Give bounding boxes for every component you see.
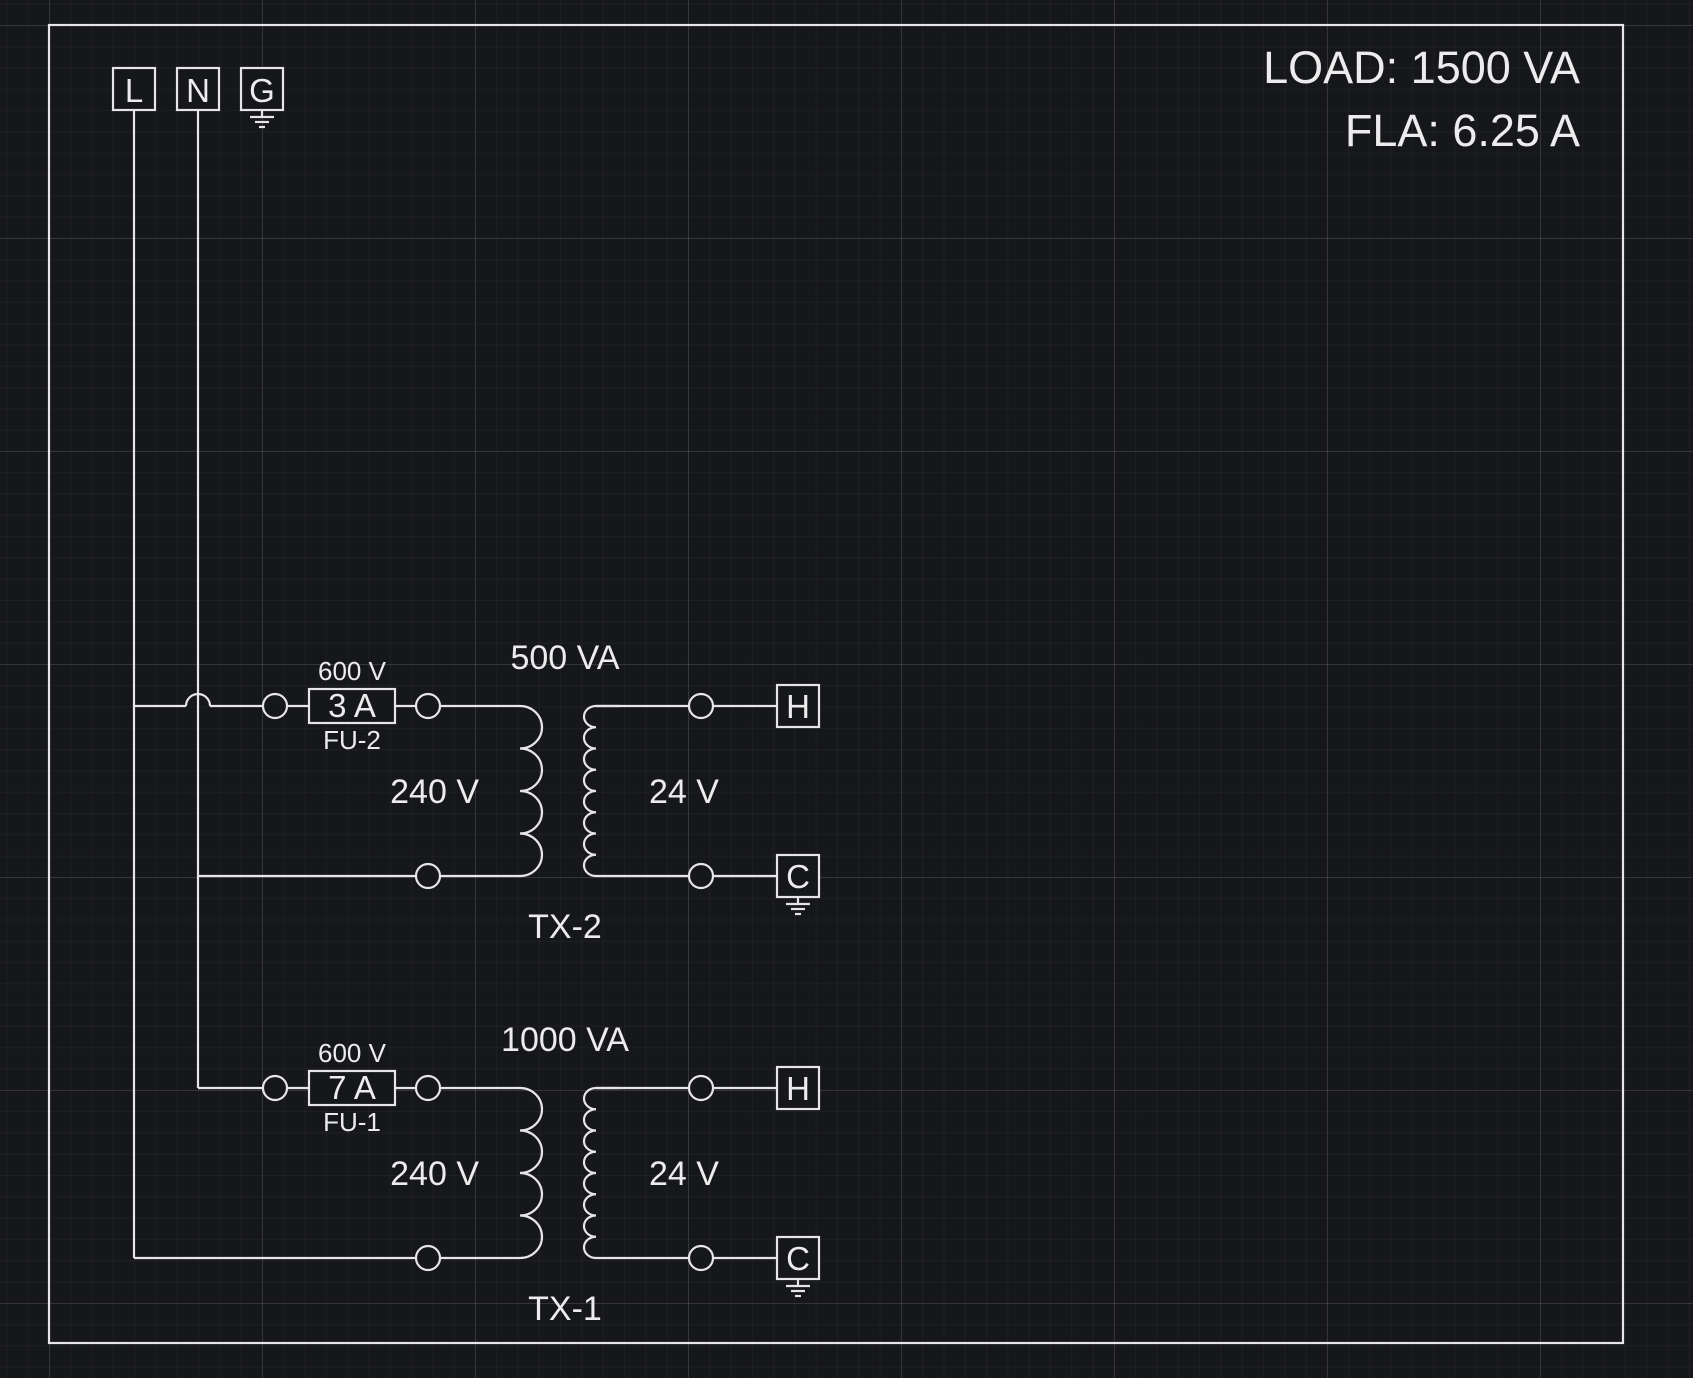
terminal-n[interactable]: N xyxy=(175,66,221,112)
ground-symbol-icon xyxy=(250,110,274,129)
secondary-terminal[interactable] xyxy=(687,1244,715,1272)
drawing-frame xyxy=(47,23,1625,1345)
ground-symbol-icon xyxy=(786,1279,810,1298)
terminal-l-label: L xyxy=(125,72,143,109)
transformer-tx-2: 3 A 600 V FU-2 500 VA 240 V 24 V TX-2 H … xyxy=(261,639,821,946)
fuse-voltage: 600 V xyxy=(318,656,387,686)
output-label: C xyxy=(786,1240,810,1277)
primary-terminal[interactable] xyxy=(414,862,442,890)
secondary-coil xyxy=(582,1086,690,1260)
terminal-g-label: G xyxy=(249,72,275,109)
load-rating: LOAD: 1500 VA xyxy=(1263,42,1580,93)
transformer-rating: 500 VA xyxy=(510,639,619,677)
terminal-g[interactable]: G xyxy=(239,66,285,112)
ground-symbol-icon xyxy=(786,897,810,916)
primary-voltage: 240 V xyxy=(390,1155,479,1193)
secondary-terminal[interactable] xyxy=(687,862,715,890)
fuse-id: FU-2 xyxy=(323,725,381,755)
fuse-terminal[interactable] xyxy=(261,692,289,720)
primary-terminal[interactable] xyxy=(414,692,442,720)
fuse-fu-2[interactable] xyxy=(307,687,397,725)
output-label: H xyxy=(786,688,810,725)
terminal-n-label: N xyxy=(186,72,210,109)
transformer-tx-1: 7 A 600 V FU-1 1000 VA 240 V 24 V TX-1 H… xyxy=(261,1021,821,1328)
transformer-id: TX-1 xyxy=(528,1290,602,1328)
transformer-id: TX-2 xyxy=(528,908,602,946)
output-terminal-h[interactable]: H xyxy=(775,1065,821,1111)
output-terminal-c[interactable]: C xyxy=(775,853,821,899)
primary-terminal[interactable] xyxy=(414,1074,442,1102)
output-label: H xyxy=(786,1070,810,1107)
output-terminal-h[interactable]: H xyxy=(775,683,821,729)
output-label: C xyxy=(786,858,810,895)
fuse-voltage: 600 V xyxy=(318,1038,387,1068)
transformer-rating: 1000 VA xyxy=(501,1021,629,1059)
neutral-wire xyxy=(196,110,415,1090)
primary-voltage: 240 V xyxy=(390,773,479,811)
fuse-id: FU-1 xyxy=(323,1107,381,1137)
fuse-terminal[interactable] xyxy=(261,1074,289,1102)
secondary-coil xyxy=(582,704,690,878)
fla-rating: FLA: 6.25 A xyxy=(1345,105,1580,156)
primary-terminal[interactable] xyxy=(414,1244,442,1272)
secondary-terminal[interactable] xyxy=(687,692,715,720)
secondary-voltage: 24 V xyxy=(649,773,719,811)
line-l-wire xyxy=(132,110,415,1260)
fuse-amps: 7 A xyxy=(328,1069,376,1106)
primary-coil xyxy=(519,704,544,878)
secondary-voltage: 24 V xyxy=(649,1155,719,1193)
secondary-terminal[interactable] xyxy=(687,1074,715,1102)
fuse-fu-1[interactable] xyxy=(307,1069,397,1107)
terminal-l[interactable]: L xyxy=(111,66,157,112)
output-terminal-c[interactable]: C xyxy=(775,1235,821,1281)
fuse-amps: 3 A xyxy=(328,687,376,724)
primary-coil xyxy=(519,1086,544,1260)
